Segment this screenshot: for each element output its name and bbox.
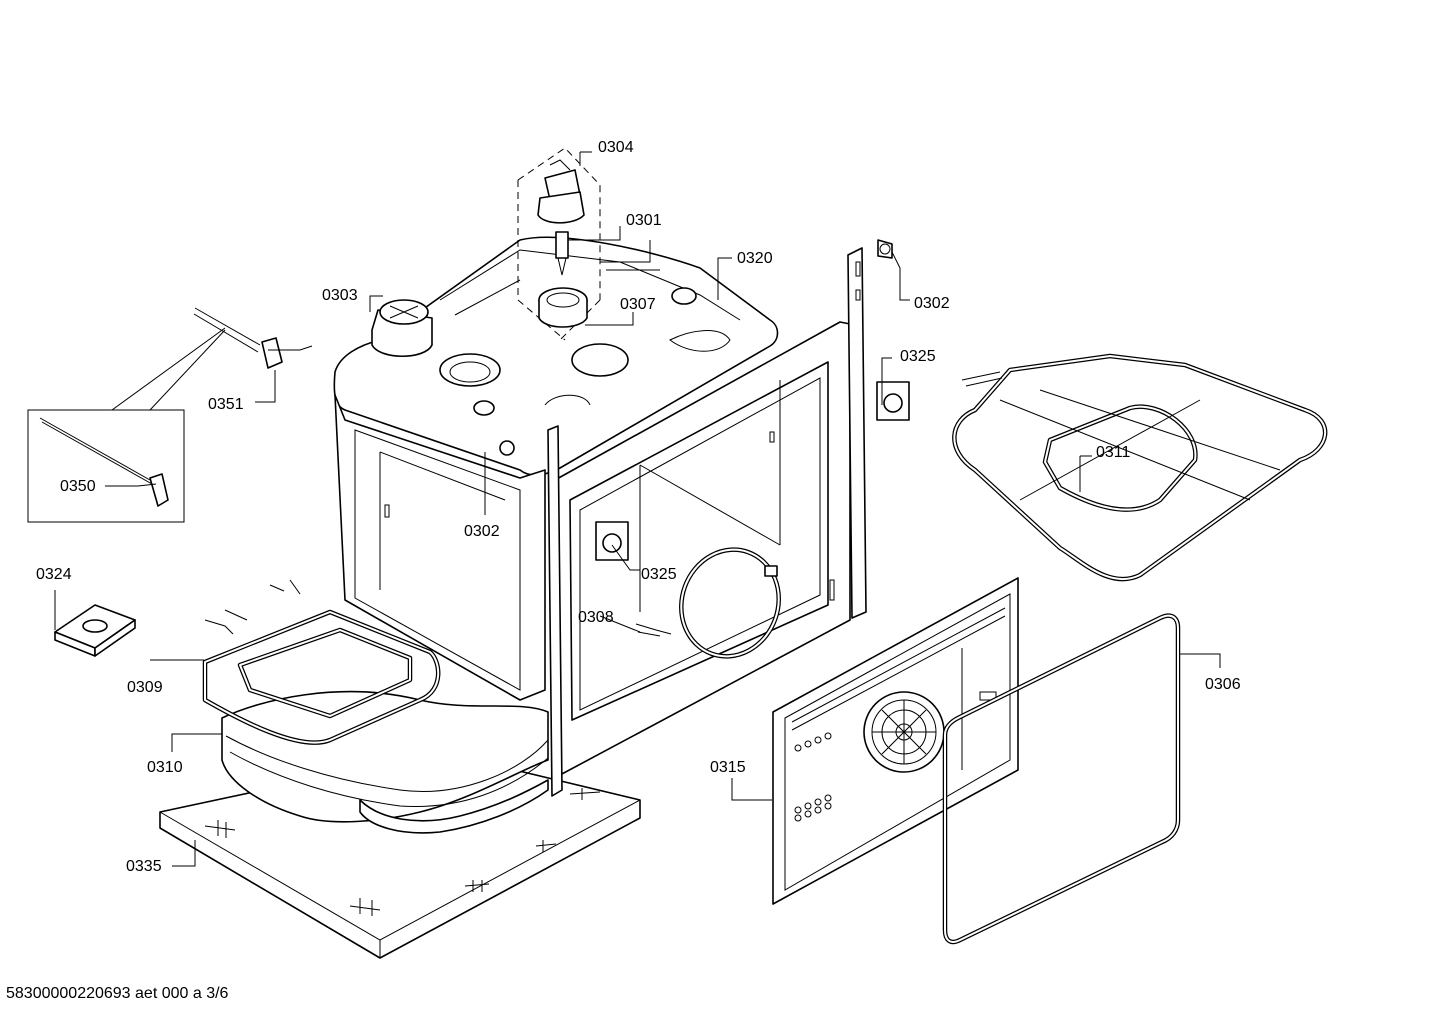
label-0310: 0310	[147, 759, 183, 776]
oven-cavity-drawing	[333, 236, 867, 797]
lamp-assembly-drawing	[517, 147, 601, 341]
label-0302-right: 0302	[914, 295, 950, 312]
insulation-mat-drawing	[221, 690, 549, 834]
label-0350: 0350	[60, 478, 96, 495]
label-0325-right: 0325	[900, 348, 936, 365]
leader-lines	[54, 151, 1221, 867]
label-0311: 0311	[1096, 444, 1131, 461]
door-seal-drawing	[942, 613, 1181, 945]
label-0303: 0303	[322, 287, 358, 304]
label-0309: 0309	[127, 679, 163, 696]
label-0304: 0304	[598, 139, 634, 156]
fan-cap-drawing	[371, 299, 433, 357]
temperature-sensor-drawing	[27, 307, 313, 523]
label-0308: 0308	[578, 609, 614, 626]
label-0306: 0306	[1205, 676, 1241, 693]
label-0307: 0307	[620, 296, 656, 313]
rear-panel-drawing	[772, 577, 1019, 905]
label-0325-front: 0325	[641, 566, 677, 583]
label-0351: 0351	[208, 396, 244, 413]
label-0335: 0335	[126, 858, 162, 875]
label-0315: 0315	[710, 759, 746, 776]
label-0302-body: 0302	[464, 523, 500, 540]
label-0301: 0301	[626, 212, 662, 229]
label-0320: 0320	[737, 250, 773, 267]
top-heater-drawing	[952, 353, 1328, 582]
part-labels: 0304 0301 0320 0303 0307 0302 0325 0351 …	[36, 139, 1241, 875]
bottom-heater-drawing	[202, 579, 441, 745]
ring-heater-drawing	[635, 547, 781, 659]
label-0324: 0324	[36, 566, 72, 583]
drawing-code: 58300000220693 aet 000 a 3/6	[6, 985, 229, 1002]
